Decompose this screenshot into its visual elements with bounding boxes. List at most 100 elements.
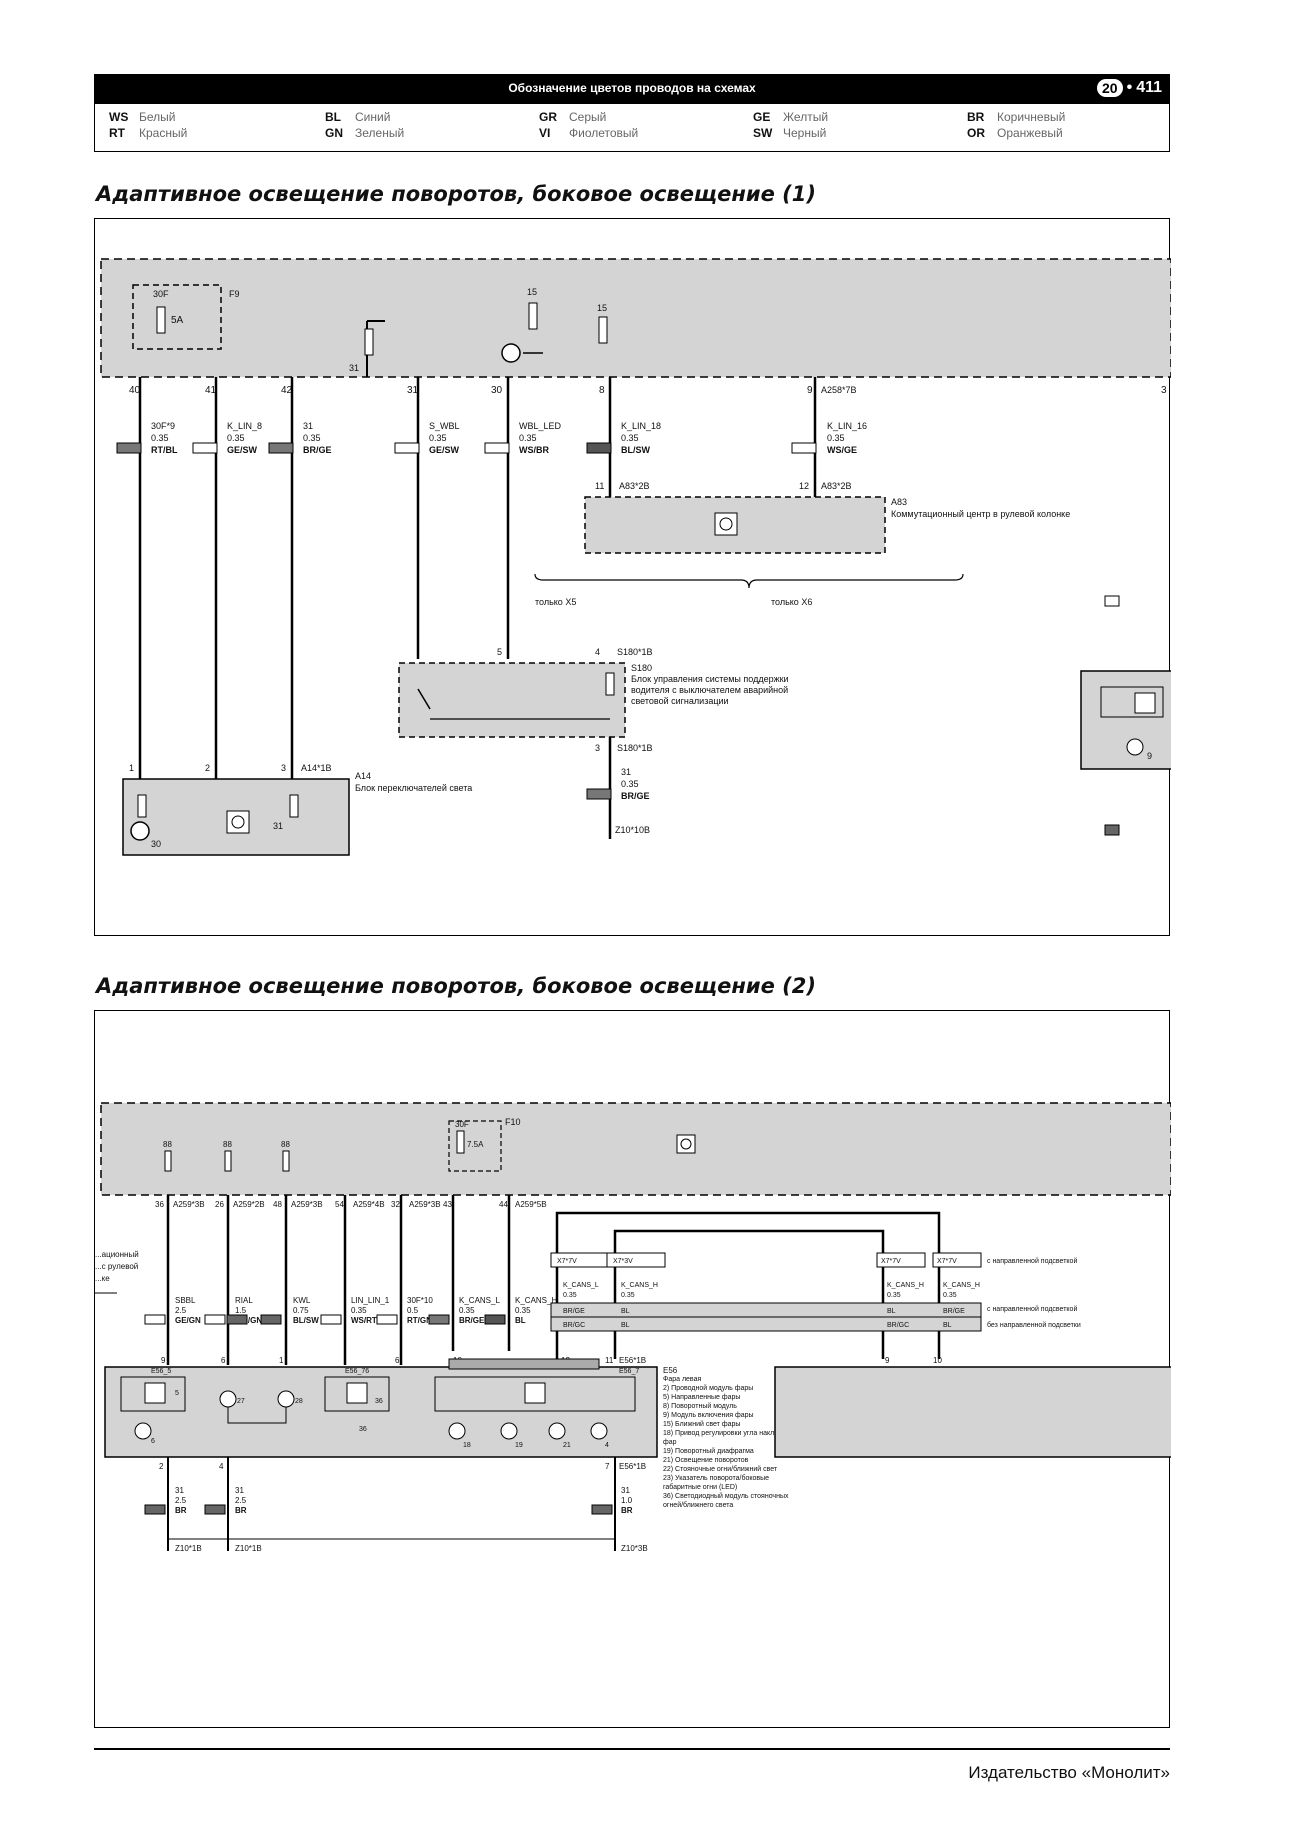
svg-text:8: 8 bbox=[599, 385, 605, 396]
svg-text:BL: BL bbox=[887, 1308, 896, 1315]
ground-label: Z10*10B bbox=[615, 825, 650, 835]
svg-text:30: 30 bbox=[151, 839, 161, 849]
svg-text:0.35: 0.35 bbox=[227, 433, 245, 443]
svg-text:28: 28 bbox=[295, 1398, 303, 1405]
wire-labels-1: 30F*9 0.35 RT/BL K_LIN_8 0.35 GE/SW 31 0… bbox=[151, 421, 867, 455]
e56-desc-line: 22) Стояночные огни/ближний свет bbox=[663, 1466, 778, 1473]
header-title: Обозначение цветов проводов на схемах bbox=[508, 81, 756, 95]
svg-text:2.5: 2.5 bbox=[175, 1496, 187, 1505]
svg-text:WBL_LED: WBL_LED bbox=[519, 421, 562, 431]
e56-id: E56 bbox=[663, 1366, 678, 1375]
svg-text:BR: BR bbox=[175, 1506, 187, 1515]
svg-text:0.35: 0.35 bbox=[621, 1292, 635, 1299]
svg-text:...ационный: ...ационный bbox=[95, 1250, 139, 1259]
svg-text:0.35: 0.35 bbox=[351, 1306, 367, 1315]
svg-text:6: 6 bbox=[151, 1438, 155, 1445]
e56-desc-line: 23) Указатель поворота/боковые габаритны… bbox=[663, 1475, 770, 1491]
svg-text:9: 9 bbox=[885, 1356, 890, 1365]
svg-text:9: 9 bbox=[807, 385, 813, 396]
variant-brace bbox=[534, 573, 964, 589]
svg-text:31: 31 bbox=[303, 421, 313, 431]
a83-desc: Коммутационный центр в рулевой колонке bbox=[891, 509, 1070, 519]
svg-text:7.5A: 7.5A bbox=[467, 1140, 484, 1149]
s180-pin: 3 bbox=[595, 743, 600, 753]
svg-text:A259*4B: A259*4B bbox=[353, 1200, 385, 1209]
a83-conn: A83*2B bbox=[619, 481, 650, 491]
svg-text:31: 31 bbox=[621, 767, 631, 777]
svg-text:42: 42 bbox=[281, 385, 293, 396]
diagram-1: 30F 5A F9 31 15 15 40 41 42 31 30 8 9 3 … bbox=[94, 218, 1171, 936]
e56-desc-line: 2) Проводной модуль фары bbox=[663, 1385, 754, 1392]
svg-text:0.35: 0.35 bbox=[563, 1292, 577, 1299]
svg-text:3: 3 bbox=[281, 763, 286, 773]
svg-text:X7*7V: X7*7V bbox=[937, 1258, 957, 1265]
svg-text:E56_7: E56_7 bbox=[619, 1368, 639, 1375]
svg-text:26: 26 bbox=[215, 1200, 224, 1209]
svg-text:WS/GN: WS/GN bbox=[235, 1316, 262, 1325]
left-note: ...ационный ...с рулевой ...ке bbox=[95, 1250, 139, 1283]
svg-text:36: 36 bbox=[359, 1426, 367, 1433]
svg-text:X7*3V: X7*3V bbox=[613, 1258, 633, 1265]
fuse-f9-top: 30F bbox=[153, 289, 169, 299]
svg-text:41: 41 bbox=[205, 385, 217, 396]
svg-text:2.5: 2.5 bbox=[175, 1306, 187, 1315]
svg-text:2: 2 bbox=[205, 763, 210, 773]
color-swatches-1 bbox=[116, 442, 817, 454]
footer-rule bbox=[94, 1748, 1170, 1750]
section1-title: Адаптивное освещение поворотов, боковое … bbox=[96, 182, 816, 206]
wires-2 bbox=[166, 1195, 511, 1365]
svg-text:K_CANS_L: K_CANS_L bbox=[563, 1282, 599, 1289]
right-partial-module-2 bbox=[774, 1366, 1171, 1458]
svg-text:GE/GN: GE/GN bbox=[175, 1316, 201, 1325]
svg-text:0.35: 0.35 bbox=[621, 433, 639, 443]
svg-text:36: 36 bbox=[155, 1200, 164, 1209]
s180-pin: 4 bbox=[595, 647, 600, 657]
svg-text:WS/BR: WS/BR bbox=[519, 445, 549, 455]
resistor-42 bbox=[364, 328, 374, 356]
svg-text:X7*7V: X7*7V bbox=[881, 1258, 901, 1265]
v15-label: 15 bbox=[527, 287, 537, 297]
svg-text:1.0: 1.0 bbox=[621, 1496, 633, 1505]
svg-text:54: 54 bbox=[335, 1200, 344, 1209]
svg-text:7: 7 bbox=[605, 1462, 610, 1471]
svg-text:10: 10 bbox=[933, 1356, 942, 1365]
svg-text:GE/SW: GE/SW bbox=[227, 445, 258, 455]
svg-text:48: 48 bbox=[273, 1200, 282, 1209]
svg-text:31: 31 bbox=[621, 1486, 630, 1495]
svg-text:RIAL: RIAL bbox=[235, 1296, 253, 1305]
a14-id: A14 bbox=[355, 771, 371, 781]
section2-title: Адаптивное освещение поворотов, боковое … bbox=[96, 974, 816, 998]
svg-text:9: 9 bbox=[1147, 751, 1152, 761]
svg-text:31: 31 bbox=[235, 1486, 244, 1495]
svg-text:BL: BL bbox=[943, 1322, 952, 1329]
svg-text:0.35: 0.35 bbox=[515, 1306, 531, 1315]
svg-text:A259*2B: A259*2B bbox=[233, 1200, 265, 1209]
svg-text:BR/GC: BR/GC bbox=[887, 1322, 909, 1329]
svg-text:31: 31 bbox=[273, 821, 283, 831]
svg-text:E56_5: E56_5 bbox=[151, 1368, 171, 1375]
s180-desc: Блок управления системы поддержки водите… bbox=[631, 674, 789, 706]
svg-text:KWL: KWL bbox=[293, 1296, 311, 1305]
svg-text:4: 4 bbox=[605, 1442, 609, 1449]
header-bar: Обозначение цветов проводов на схемах 20… bbox=[94, 74, 1170, 104]
svg-text:0.35: 0.35 bbox=[459, 1306, 475, 1315]
can-bus bbox=[555, 1211, 941, 1359]
svg-text:3: 3 bbox=[1161, 385, 1167, 396]
svg-text:BL: BL bbox=[621, 1322, 630, 1329]
s180-id: S180 bbox=[631, 663, 652, 673]
page-num: 411 bbox=[1136, 79, 1162, 96]
gnd-label: 31 bbox=[349, 363, 359, 373]
svg-text:без направленной подсветки: без направленной подсветки bbox=[987, 1321, 1081, 1329]
svg-text:RT/BL: RT/BL bbox=[151, 445, 178, 455]
svg-text:18: 18 bbox=[463, 1442, 471, 1449]
svg-text:BR/GE: BR/GE bbox=[563, 1308, 585, 1315]
svg-text:BR: BR bbox=[235, 1506, 247, 1515]
e56-desc-line: 19) Поворотный диафрагма bbox=[663, 1448, 754, 1455]
svg-text:6: 6 bbox=[395, 1356, 400, 1365]
svg-text:31: 31 bbox=[175, 1486, 184, 1495]
